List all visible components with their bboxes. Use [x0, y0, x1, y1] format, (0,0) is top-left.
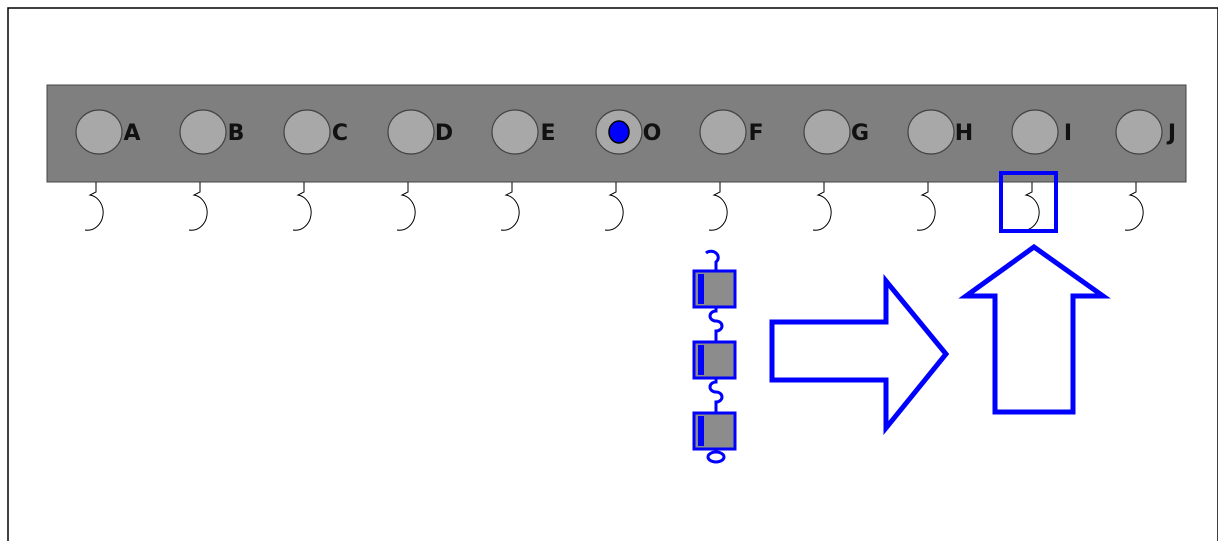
hook-icon [1124, 182, 1144, 231]
hook-icon [708, 182, 728, 231]
weight-chain[interactable] [692, 249, 737, 464]
weight-strap [698, 416, 704, 446]
hook-slot-d[interactable]: D [387, 109, 453, 231]
slot-knob[interactable] [803, 109, 851, 155]
weight-block[interactable] [692, 340, 737, 380]
hook-slot-j[interactable]: J [1115, 109, 1176, 231]
slot-label: A [123, 121, 140, 146]
slot-knob[interactable] [283, 109, 331, 155]
slot-knob[interactable] [1115, 109, 1163, 155]
slot-label: H [955, 121, 973, 146]
weight-block[interactable] [692, 411, 737, 451]
up-arrow-icon[interactable] [958, 243, 1111, 415]
chain-end-loop-icon [706, 450, 726, 464]
slot-label: C [332, 121, 348, 146]
selected-indicator [608, 120, 630, 144]
slot-label: I [1064, 121, 1072, 146]
hook-slot-e[interactable]: E [491, 109, 556, 231]
slot-label: B [228, 121, 245, 146]
right-arrow-icon[interactable] [769, 274, 950, 436]
weight-strap [698, 345, 704, 375]
slot-label: O [643, 121, 662, 146]
chain-hook-icon [705, 249, 720, 271]
hook-icon [500, 182, 520, 231]
hook-icon [84, 182, 104, 231]
hook-icon [292, 182, 312, 231]
hook-slot-o[interactable]: O [595, 109, 662, 231]
slot-label: G [851, 121, 869, 146]
hook-icon [916, 182, 936, 231]
slot-knob[interactable] [491, 109, 539, 155]
hook-slot-b[interactable]: B [179, 109, 245, 231]
hook-slot-i[interactable]: I [1011, 109, 1072, 231]
hook-slot-a[interactable]: A [75, 109, 141, 231]
hook-icon [396, 182, 416, 231]
hook-slot-h[interactable]: H [907, 109, 973, 231]
slot-label: E [540, 121, 555, 146]
hook-icon [604, 182, 624, 231]
chain-link-icon [708, 307, 724, 342]
slot-knob[interactable] [1011, 109, 1059, 155]
hook-slot-f[interactable]: F [699, 109, 764, 231]
slot-knob[interactable] [387, 109, 435, 155]
slot-label: F [748, 121, 763, 146]
hook-icon [812, 182, 832, 231]
slot-knob[interactable] [179, 109, 227, 155]
target-hook-highlight [999, 171, 1058, 233]
slot-knob[interactable] [699, 109, 747, 155]
chain-link-icon [708, 378, 724, 413]
slot-knob[interactable] [907, 109, 955, 155]
slot-knob[interactable] [75, 109, 123, 155]
slot-label: D [435, 121, 453, 146]
weight-strap [698, 274, 704, 304]
hook-slot-c[interactable]: C [283, 109, 348, 231]
hook-icon [188, 182, 208, 231]
hook-slot-g[interactable]: G [803, 109, 869, 231]
slot-label: J [1166, 121, 1176, 146]
weight-block[interactable] [692, 269, 737, 309]
